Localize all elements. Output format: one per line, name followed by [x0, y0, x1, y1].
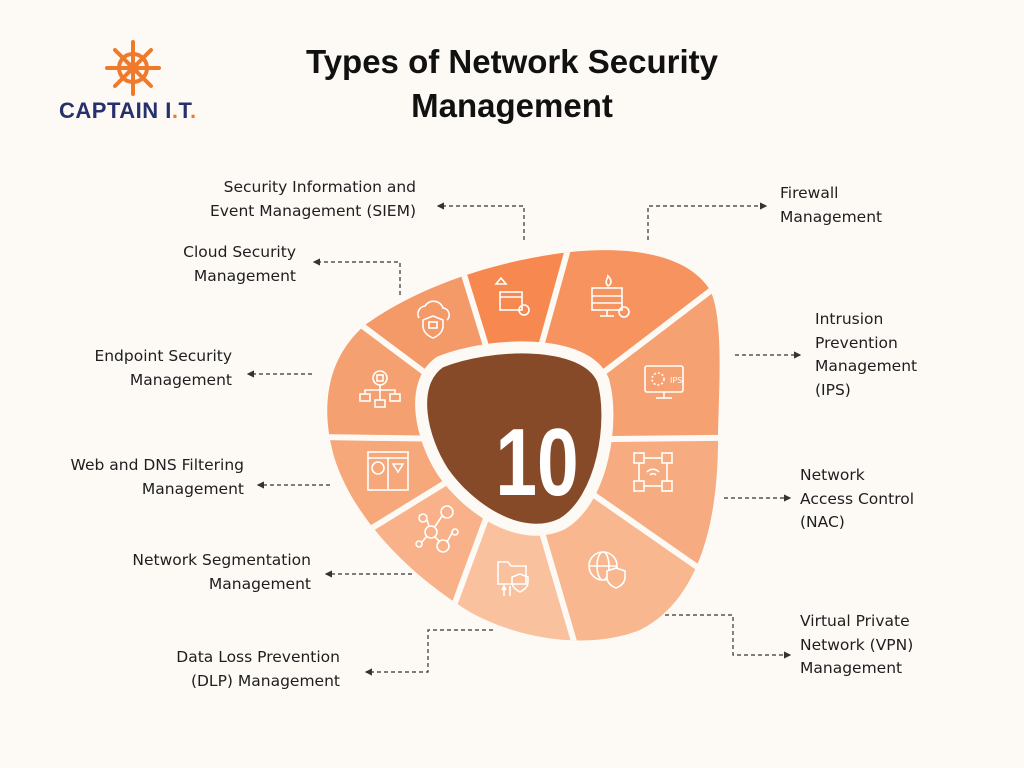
connector-firewall [647, 202, 768, 240]
siem-calendar-gear-icon [494, 276, 530, 316]
access-control-wifi-icon [633, 452, 673, 492]
ship-wheel-icon [105, 40, 161, 96]
segment-siem [445, 250, 588, 440]
connector-vpn [665, 614, 792, 659]
connector-siem [436, 202, 525, 240]
center-number: 10 [495, 409, 578, 516]
globe-shield-wifi-icon [588, 551, 626, 589]
center-blob [415, 341, 614, 536]
connector-dlp [364, 629, 493, 676]
title-line-2: Management [411, 87, 613, 124]
connectors [246, 202, 802, 676]
cloud-lock-shield-icon [417, 300, 450, 339]
logo-text: CAPTAIN I.T. [59, 98, 197, 123]
firewall-monitor-icon [591, 274, 630, 318]
web-filter-icon [367, 451, 409, 491]
svg-text:IPS: IPS [670, 376, 682, 385]
page-title: Types of Network Security Management [212, 40, 812, 128]
folder-lock-icon [497, 561, 529, 596]
connector-cloud [312, 258, 401, 295]
label-dlp: Data Loss Prevention(DLP) Management [176, 648, 340, 690]
title-line-1: Types of Network Security [305, 43, 718, 80]
endpoint-network-icon [359, 370, 401, 408]
network-users-icon [415, 505, 459, 553]
ips-monitor-icon: IPS [644, 365, 684, 399]
